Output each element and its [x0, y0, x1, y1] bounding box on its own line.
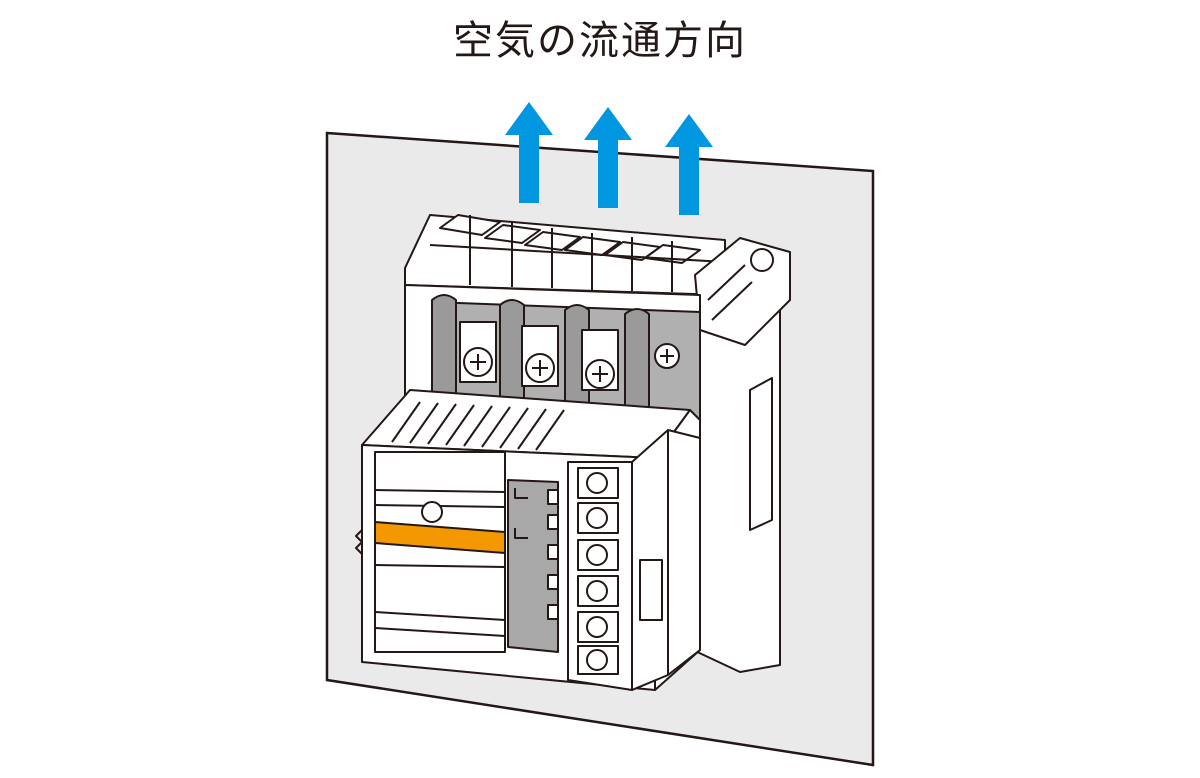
front-ribs: [391, 401, 565, 451]
aux-screw-3-icon: [577, 539, 619, 571]
screw-1-icon: [459, 321, 497, 383]
aux-screw-2-icon: [577, 502, 619, 534]
mount-hole: [750, 248, 774, 272]
vent-slots: [429, 214, 726, 292]
aux-screw-5-icon: [577, 611, 619, 643]
grey-label-panel: [507, 479, 559, 653]
airflow-arrow-left-icon: [505, 102, 553, 203]
diagram-title: 空気の流通方向: [453, 18, 747, 64]
airflow-arrows: [505, 102, 713, 215]
screw-2-icon: [521, 325, 559, 387]
side-window: [749, 377, 773, 531]
main-terminal-screws: [459, 321, 680, 391]
aux-screw-1-icon: [577, 467, 619, 499]
auxiliary-indicators: [547, 489, 559, 620]
front-left-notches: [355, 529, 363, 555]
screw-3-icon: [581, 329, 619, 391]
airflow-arrow-center-icon: [584, 107, 632, 208]
aux-screw-6-icon: [577, 645, 619, 675]
aux-screw-4-icon: [577, 575, 619, 607]
indicator-stripe: [374, 521, 506, 554]
airflow-arrow-right-icon: [665, 114, 713, 215]
screw-4-icon: [654, 343, 680, 369]
indicator-dot: [421, 501, 443, 523]
auxiliary-terminals: [577, 467, 619, 675]
